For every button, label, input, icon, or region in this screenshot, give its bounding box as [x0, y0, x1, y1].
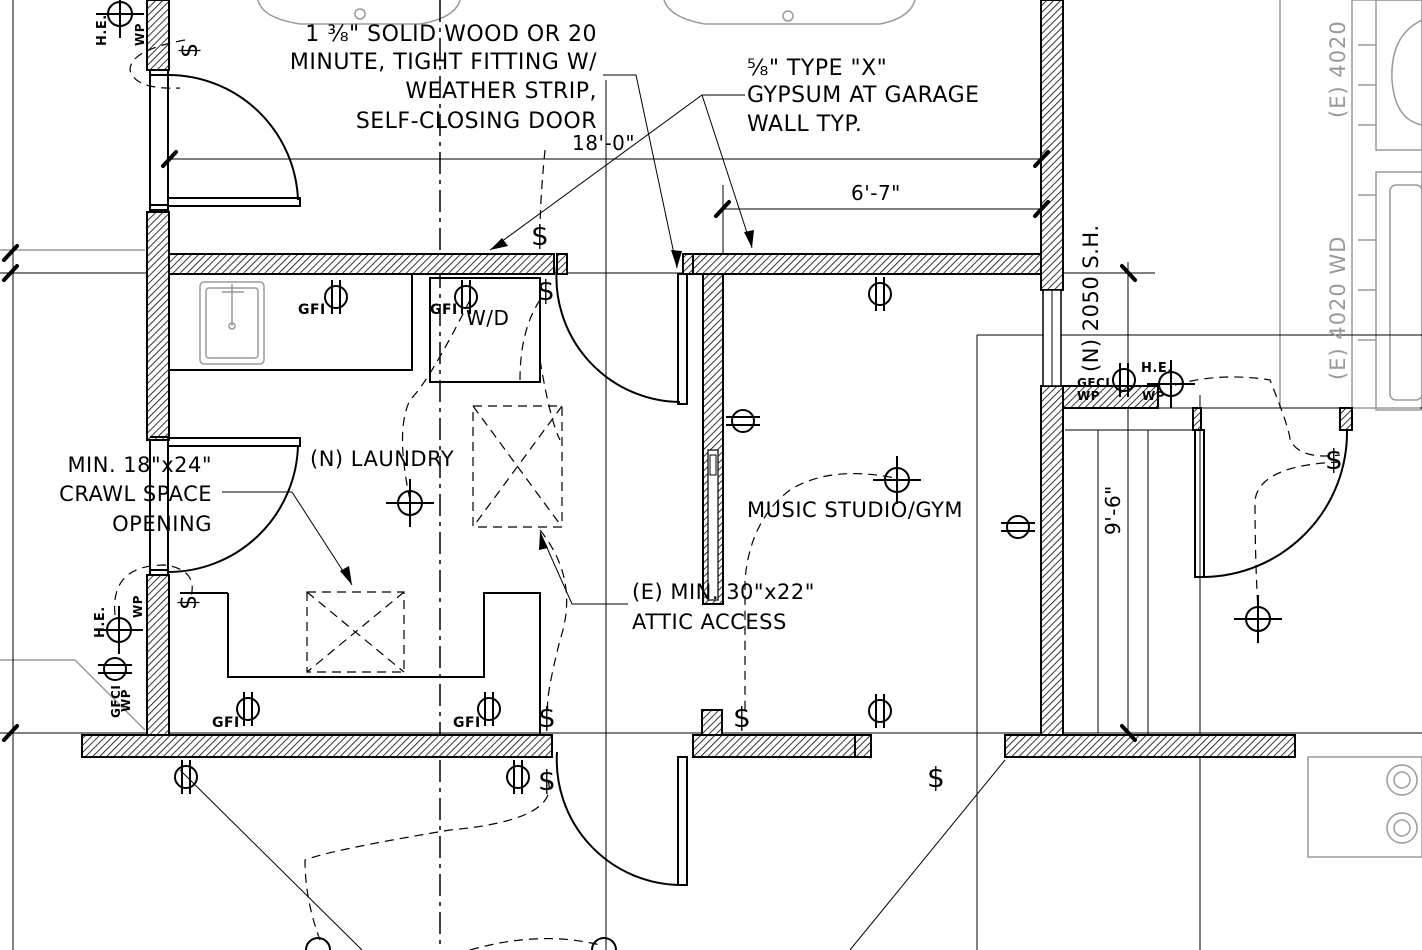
- fixtures: [168, 273, 563, 735]
- crawl-space-opening: [306, 591, 405, 673]
- switch-laundry-bottom: $: [538, 701, 556, 734]
- walls: [81, 0, 1353, 758]
- electrical-symbols: [95, 0, 1282, 950]
- outlet-studio-bottom: [868, 694, 892, 728]
- outlet-gfi-wd: [454, 280, 478, 314]
- attic-note-line-1: (E) MIN. 30"x22": [632, 580, 815, 604]
- switches: $ $ $ $ $ $ $ $ $: [174, 42, 1343, 797]
- wiring: [114, 39, 1341, 950]
- switch-garage: $: [531, 219, 549, 252]
- laundry-counter: [168, 273, 413, 371]
- washer-dryer: [429, 277, 541, 383]
- outlet-gfi-counter: [324, 280, 348, 314]
- dimension-studio-width: 6'-7": [851, 181, 901, 205]
- wp-label-window: WP: [1077, 389, 1100, 403]
- car-outline-right: [663, 0, 916, 25]
- outlet-studio-top: [868, 277, 892, 311]
- gypsum-note-line-1: ⅝" TYPE "X": [747, 56, 887, 81]
- gfi-label-lower-left: GFI: [212, 715, 240, 731]
- car-outline-left: [257, 0, 461, 25]
- outlet-gfci-wp-exterior: [98, 657, 132, 681]
- switch-laundry-top: $: [537, 274, 555, 307]
- he-label-top-left: H.E.: [95, 14, 110, 46]
- window-label-existing-top: (E) 4020: [1326, 20, 1350, 118]
- dimension-lines: [2, 150, 1137, 742]
- window-label-existing-wd: (E) 4020 WD: [1326, 236, 1350, 380]
- light-he-window: [1147, 360, 1195, 408]
- dimension-garage-width: 18'-0": [572, 131, 635, 155]
- wp-label-top-left: WP: [133, 23, 147, 46]
- crawl-note-line-2: CRAWL SPACE: [59, 482, 212, 506]
- leaders: [222, 74, 754, 605]
- wp-label-exterior: WP: [119, 689, 133, 712]
- outlet-below-mid: [506, 760, 530, 794]
- crawl-note-line-3: OPENING: [112, 512, 212, 536]
- switch-studio: $: [733, 701, 751, 734]
- gfci-label-window: GFCI: [1077, 376, 1110, 390]
- window-label-new: (N) 2050 S.H.: [1079, 225, 1103, 373]
- attic-note-line-2: ATTIC ACCESS: [632, 610, 787, 634]
- door-note-line-3: WEATHER STRIP,: [405, 79, 597, 104]
- crawl-note-line-1: MIN. 18"x24": [67, 453, 212, 477]
- door-note-line-1: 1 ⅜" SOLID WOOD OR 20: [305, 22, 597, 47]
- gypsum-note-line-2: GYPSUM AT GARAGE: [747, 83, 980, 108]
- doors: [149, 69, 1349, 886]
- switch-below-right: $: [927, 761, 945, 794]
- door-note-line-4: SELF-CLOSING DOOR: [356, 109, 597, 134]
- laundry-sink: [199, 281, 265, 365]
- gfi-label-lower-right: GFI: [453, 715, 481, 731]
- outlet-gfi-lower-left: [236, 692, 260, 726]
- existing-elements: [0, 0, 1422, 858]
- room-label-studio: MUSIC STUDIO/GYM: [747, 498, 963, 522]
- outlet-partition: [726, 409, 760, 433]
- wp-label-window-light: WP: [1142, 389, 1165, 403]
- light-he-top-left: [96, 0, 144, 38]
- dimension-right-height: 9'-6": [1101, 485, 1125, 535]
- outlet-studio-right: [1001, 515, 1035, 539]
- light-right-room: [1234, 595, 1282, 643]
- outlet-gfi-lower-right: [477, 692, 501, 726]
- he-label-lower-left: H.E.: [93, 606, 108, 638]
- door-note-line-2: MINUTE, TIGHT FITTING W/: [290, 50, 597, 75]
- outlet-below-left: [174, 760, 198, 794]
- light-studio: [873, 456, 921, 504]
- outlet-gfci-wp-window: [1112, 363, 1136, 397]
- symbol-labels: GFI GFI GFI GFI GFCI WP H.E. WP H.E. WP …: [93, 14, 1173, 731]
- wp-label-lower-left: WP: [131, 595, 145, 618]
- lower-counter: [227, 592, 541, 735]
- annotations: 1 ⅜" SOLID WOOD OR 20 MINUTE, TIGHT FITT…: [59, 20, 1350, 634]
- gfci-label-exterior: GFCI: [109, 685, 123, 718]
- switch-right-room: $: [1325, 443, 1343, 476]
- wd-label: W/D: [466, 306, 509, 330]
- light-laundry: [386, 479, 434, 527]
- switch-lower-left: $: [174, 594, 202, 610]
- light-he-lower-left: [95, 606, 143, 654]
- gfi-label-wd: GFI: [430, 302, 458, 318]
- gfi-label-counter: GFI: [298, 302, 326, 318]
- switch-below: $: [538, 764, 556, 797]
- room-label-laundry: (N) LAUNDRY: [310, 447, 454, 471]
- switch-top-left: $: [175, 42, 203, 58]
- he-label-window: H.E.: [1141, 361, 1173, 376]
- gypsum-note-line-3: WALL TYP.: [747, 112, 862, 137]
